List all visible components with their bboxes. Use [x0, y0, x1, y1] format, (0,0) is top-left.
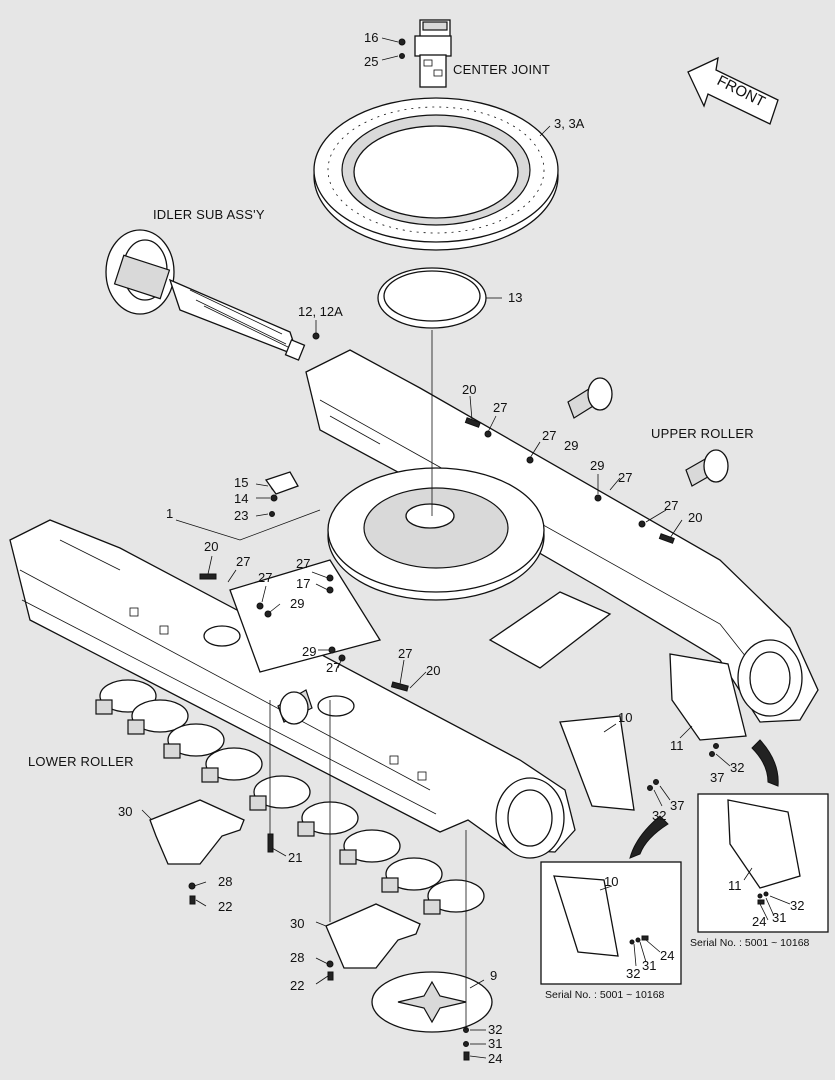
- cover-plate-part: [371, 971, 493, 1033]
- track-guard-part-a: [149, 799, 245, 865]
- callout-24a: 24: [488, 1051, 502, 1066]
- callout-27d: 27: [664, 498, 678, 513]
- callouts: 16 25 3, 3A 12, 12A 13 20 27 27 29 29 27…: [118, 30, 804, 1066]
- callout-32e: 32: [790, 898, 804, 913]
- lower-roller-9: [423, 879, 485, 915]
- callout-31c: 31: [772, 910, 786, 925]
- callout-3-3a: 3, 3A: [554, 116, 585, 131]
- callout-32d: 32: [626, 966, 640, 981]
- center-joint-part: [398, 19, 452, 88]
- callout-11: 11: [670, 738, 684, 753]
- front-arrow: FRONT: [687, 56, 779, 125]
- idler-assembly-part: [105, 229, 320, 361]
- callout-10: 10: [618, 710, 632, 725]
- lower-roller-row: [95, 679, 485, 915]
- callout-27e: 27: [236, 554, 250, 569]
- callout-27c: 27: [618, 470, 632, 485]
- callout-31a: 31: [488, 1036, 502, 1051]
- serial-right: Serial No. : 5001 ~ 10168: [690, 937, 810, 949]
- upper-roller-part-b: [685, 449, 729, 487]
- callout-24b: 24: [660, 948, 674, 963]
- callout-30b: 30: [290, 916, 304, 931]
- callout-10b: 10: [604, 874, 618, 889]
- upper-roller-caption: UPPER ROLLER: [651, 426, 754, 441]
- lower-roller-3: [163, 723, 225, 759]
- gasket-part: [264, 471, 299, 495]
- callout-29c: 29: [290, 596, 304, 611]
- idler-caption: IDLER SUB ASS'Y: [153, 207, 265, 222]
- callout-32b: 32: [652, 808, 666, 823]
- callout-27i: 27: [398, 646, 412, 661]
- track-guard-part-b: [325, 903, 421, 969]
- callout-27g: 27: [296, 556, 310, 571]
- callout-27b: 27: [542, 428, 556, 443]
- callout-32a: 32: [730, 760, 744, 775]
- seal-ring-part: [377, 267, 487, 329]
- callout-23: 23: [234, 508, 248, 523]
- fasteners: [188, 417, 719, 1061]
- callout-27f: 27: [258, 570, 272, 585]
- callout-21: 21: [288, 850, 302, 865]
- lower-roller-2: [127, 699, 189, 735]
- callout-29b: 29: [590, 458, 604, 473]
- callout-29d: 29: [302, 644, 316, 659]
- leader-lines: [141, 37, 731, 1059]
- lower-roller-caption: LOWER ROLLER: [28, 754, 134, 769]
- upper-roller-part-c: [277, 689, 313, 725]
- callout-22a: 22: [218, 899, 232, 914]
- callout-12-12a: 12, 12A: [298, 304, 343, 319]
- center-joint-caption: CENTER JOINT: [453, 62, 550, 77]
- callout-1: 1: [166, 506, 173, 521]
- callout-15: 15: [234, 475, 248, 490]
- callout-9: 9: [490, 968, 497, 983]
- cover-11-part: [669, 653, 747, 741]
- callout-27a: 27: [493, 400, 507, 415]
- detail-box-left: [540, 861, 682, 985]
- lower-roller-7: [339, 829, 401, 865]
- callout-13: 13: [508, 290, 522, 305]
- callout-28b: 28: [290, 950, 304, 965]
- track-frame-part: [9, 349, 819, 859]
- lower-roller-8: [381, 857, 443, 893]
- callout-17: 17: [296, 576, 310, 591]
- callout-14: 14: [234, 491, 248, 506]
- callout-29a: 29: [564, 438, 578, 453]
- callout-31b: 31: [642, 958, 656, 973]
- detail-pointer-right: [751, 739, 779, 787]
- callout-27h: 27: [326, 660, 340, 675]
- detail-pointer-left: [629, 815, 669, 859]
- callout-37b: 37: [670, 798, 684, 813]
- callout-30a: 30: [118, 804, 132, 819]
- serial-left: Serial No. : 5001 ~ 10168: [545, 989, 665, 1001]
- lower-roller-5: [249, 775, 311, 811]
- callout-22b: 22: [290, 978, 304, 993]
- callout-20b: 20: [688, 510, 702, 525]
- callout-20a: 20: [462, 382, 476, 397]
- cover-10-part: [559, 715, 635, 811]
- lower-roller-6: [297, 801, 359, 837]
- callout-20c: 20: [204, 539, 218, 554]
- swing-bearing-part: [313, 97, 559, 251]
- callout-20d: 20: [426, 663, 440, 678]
- callout-32c: 32: [488, 1022, 502, 1037]
- upper-roller-part-a: [567, 377, 613, 419]
- callout-11b: 11: [728, 878, 742, 893]
- callout-37a: 37: [710, 770, 724, 785]
- callout-25: 25: [364, 54, 378, 69]
- lower-roller-4: [201, 747, 263, 783]
- callout-16: 16: [364, 30, 378, 45]
- callout-28a: 28: [218, 874, 232, 889]
- callout-24c: 24: [752, 914, 766, 929]
- detail-box-right: [697, 793, 829, 933]
